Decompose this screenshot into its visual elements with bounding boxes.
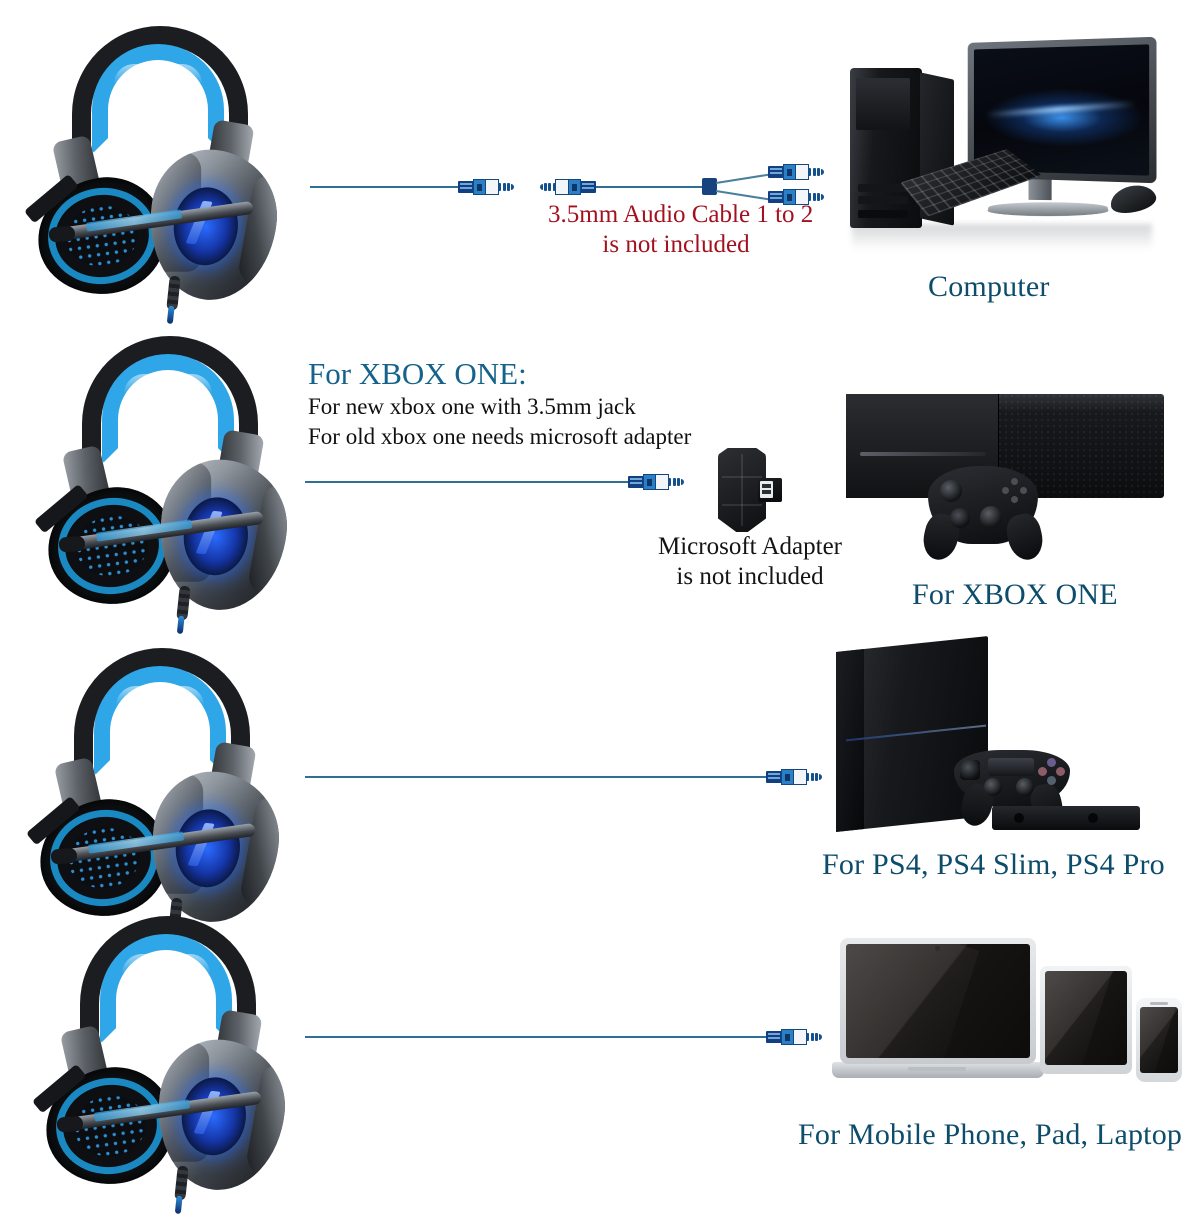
smartphone-icon bbox=[1136, 998, 1182, 1082]
smartphone-screen bbox=[1140, 1007, 1178, 1073]
ps4-illustration bbox=[836, 636, 1166, 844]
xbox-subtext-line-2: For old xbox one needs microsoft adapter bbox=[308, 424, 692, 450]
device-label-xbox: For XBOX ONE bbox=[912, 578, 1118, 611]
laptop-icon bbox=[840, 938, 1036, 1064]
laptop-base bbox=[832, 1062, 1044, 1078]
device-label-mobile: For Mobile Phone, Pad, Laptop bbox=[798, 1118, 1183, 1151]
microsoft-adapter-icon bbox=[718, 448, 784, 532]
xbox-subtext-line-1: For new xbox one with 3.5mm jack bbox=[308, 394, 636, 419]
splitter-wire-upper bbox=[715, 173, 772, 184]
splitter-female-plug-icon bbox=[540, 178, 596, 196]
cable-segment-splitter bbox=[596, 186, 704, 188]
earcup-edge bbox=[236, 173, 284, 288]
xbox-controller-icon bbox=[919, 466, 1047, 564]
computer-illustration bbox=[842, 28, 1172, 273]
cable-segment-mobile bbox=[305, 1036, 770, 1038]
tablet-icon bbox=[1040, 966, 1132, 1074]
headset-3p5mm-plug-icon bbox=[458, 178, 514, 196]
cable-segment-xbox bbox=[305, 481, 630, 483]
monitor-stand bbox=[1028, 177, 1052, 201]
splitter-plug-audio-icon bbox=[768, 188, 824, 206]
computer-reflection bbox=[852, 224, 1152, 250]
desktop-tower-icon bbox=[850, 68, 922, 228]
headset-cable bbox=[176, 585, 191, 621]
mobile-3p5mm-plug-icon bbox=[766, 1028, 822, 1046]
gaming-headset-illustration-ps4 bbox=[22, 640, 292, 933]
cable-segment-headset-to-plug bbox=[310, 186, 460, 188]
device-label-ps4: For PS4, PS4 Slim, PS4 Pro bbox=[822, 848, 1165, 881]
mouse-icon bbox=[1107, 181, 1159, 217]
tablet-screen bbox=[1045, 971, 1127, 1065]
mobile-devices-illustration bbox=[832, 934, 1182, 1114]
headset-cable bbox=[166, 275, 181, 311]
headset-cable bbox=[174, 1165, 189, 1201]
xbox-3p5mm-plug-icon bbox=[628, 473, 684, 491]
cable-segment-ps4 bbox=[305, 776, 770, 778]
earcup-edge bbox=[244, 1063, 292, 1178]
gaming-headset-illustration-computer bbox=[20, 18, 290, 311]
cable-note-line-1: 3.5mm Audio Cable 1 to 2 bbox=[548, 201, 814, 228]
gaming-headset-illustration-xbox bbox=[30, 328, 300, 621]
adapter-not-included-note: Microsoft Adapter is not included bbox=[640, 532, 860, 591]
laptop-camera bbox=[935, 946, 940, 951]
laptop-screen bbox=[846, 944, 1030, 1058]
adapter-usb-connector bbox=[760, 481, 773, 498]
adapter-note-line-1: Microsoft Adapter bbox=[658, 533, 842, 560]
xbox-section-subtext: For new xbox one with 3.5mm jack For old… bbox=[308, 392, 691, 453]
ps4-camera-icon bbox=[992, 806, 1140, 830]
adapter-note-line-2: is not included bbox=[676, 562, 824, 590]
earcup-edge bbox=[238, 795, 286, 910]
earcup-edge bbox=[246, 483, 294, 598]
splitter-junction-icon bbox=[702, 178, 717, 195]
cable-not-included-note: 3.5mm Audio Cable 1 to 2 is not included bbox=[548, 200, 814, 259]
device-label-computer: Computer bbox=[928, 270, 1050, 303]
xbox-console-illustration bbox=[846, 388, 1176, 578]
monitor-base bbox=[986, 202, 1110, 217]
splitter-wire-lower bbox=[715, 190, 772, 201]
ps4-controller-icon bbox=[954, 750, 1070, 830]
ps4-3p5mm-plug-icon bbox=[766, 768, 822, 786]
gaming-headset-illustration-mobile bbox=[28, 908, 298, 1201]
splitter-plug-mic-icon bbox=[768, 163, 824, 181]
xbox-section-heading: For XBOX ONE: bbox=[308, 356, 527, 391]
cable-note-line-2: is not included bbox=[602, 230, 750, 258]
